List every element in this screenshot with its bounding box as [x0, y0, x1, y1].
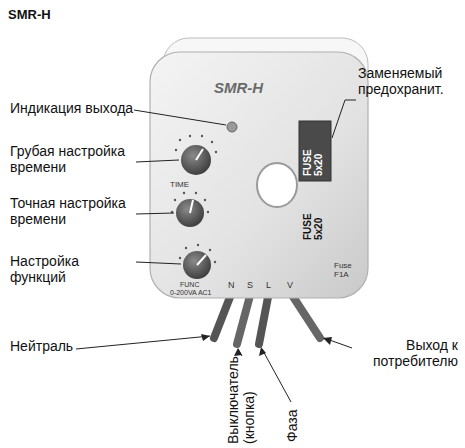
device-name: SMR-H: [214, 80, 263, 97]
panel-marking: TIME: [170, 181, 189, 190]
callout-label: Настройка функций: [10, 254, 138, 285]
arrowheads: [201, 334, 332, 356]
wires: [214, 292, 320, 344]
callout-label: Фаза: [285, 410, 301, 442]
terminal-name: S: [247, 280, 253, 290]
callout-label: Заменяемый предохранит.: [358, 66, 462, 97]
callout-label: Выход к потребителю: [346, 338, 458, 369]
panel-marking: Fuse F1A: [334, 262, 360, 280]
panel-marking: 0-200VA AC1: [170, 289, 212, 297]
panel-marking: FUNC: [180, 281, 199, 289]
terminal-name: V: [287, 280, 293, 290]
callout-label: Нейтраль: [10, 339, 73, 355]
callout-label: Грубая настройка времени: [10, 144, 138, 175]
callout-label: Точная настройка времени: [10, 196, 138, 227]
fuse-marking: FUSE 5x20: [302, 126, 324, 176]
fuse-marking: FUSE 5x20: [302, 190, 324, 240]
callout-label: Выключатель (кнопка): [226, 352, 257, 444]
terminal-name: N: [228, 280, 235, 290]
diagram-title: SMR-H: [8, 8, 51, 23]
callout-label: Индикация выхода: [10, 101, 138, 117]
housing: [150, 38, 368, 298]
terminal-name: L: [266, 280, 271, 290]
